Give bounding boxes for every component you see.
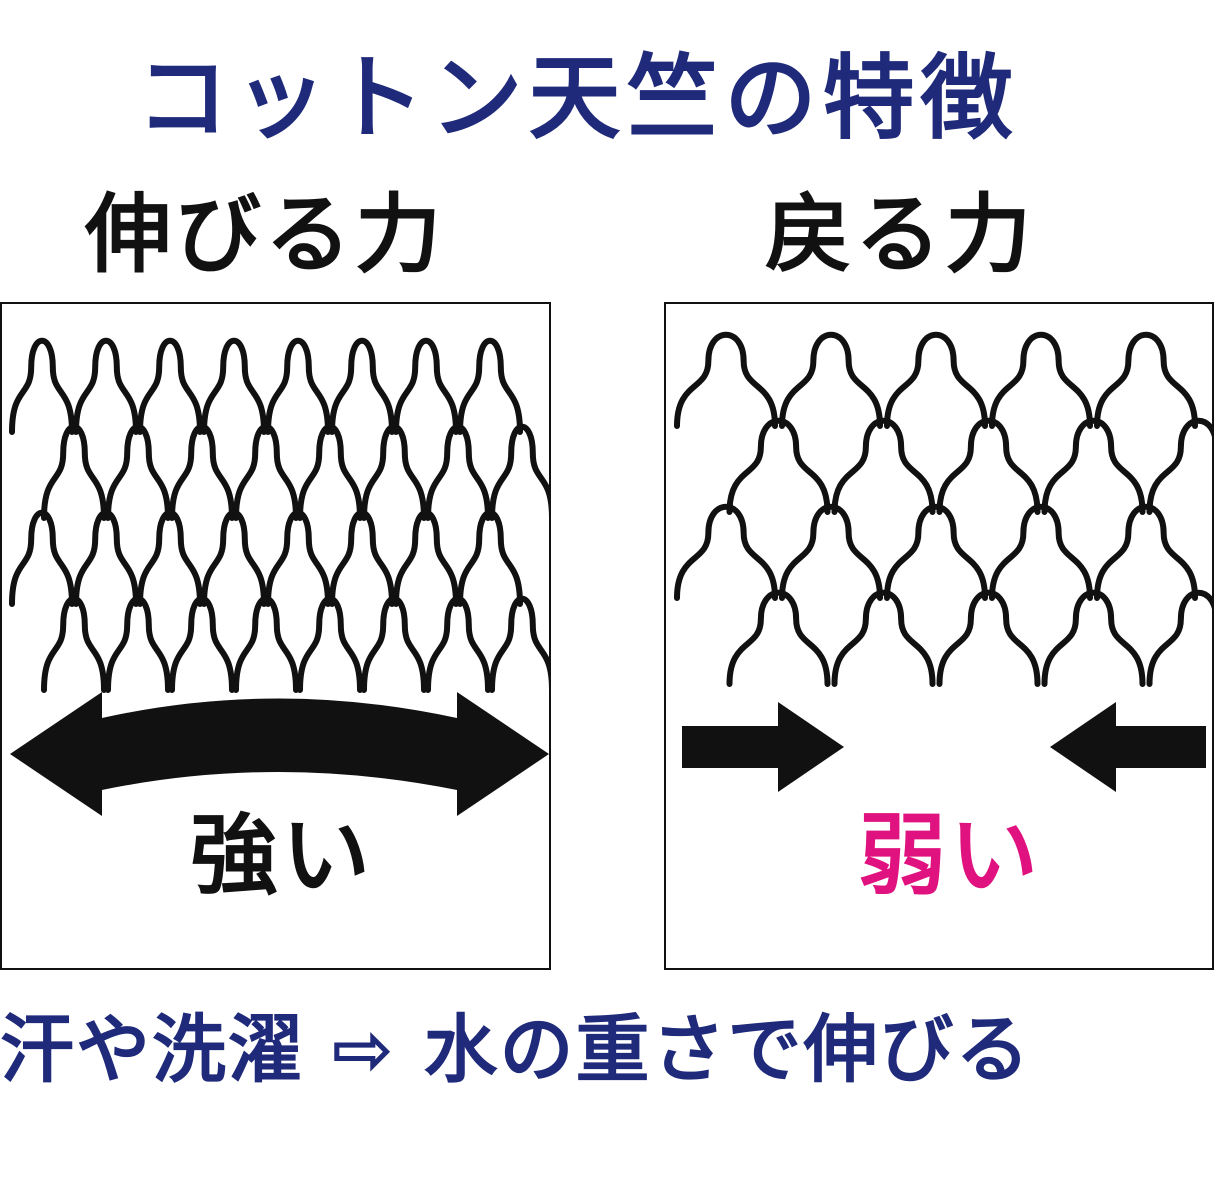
knit-loop: [884, 331, 988, 429]
knit-loop: [73, 337, 139, 435]
knit-loop: [779, 331, 883, 429]
stretch-heading: 伸びる力: [85, 185, 445, 285]
knit-loop: [137, 337, 203, 435]
knit-loop: [233, 595, 299, 693]
knit-loop: [105, 595, 171, 693]
stretch-strength-label: 強い: [190, 804, 375, 907]
knit-loop: [1041, 417, 1146, 515]
recovery-strength-label: 弱い: [858, 804, 1043, 907]
knit-loop: [265, 337, 331, 435]
knit-loop: [41, 423, 107, 521]
knit-loop: [457, 337, 523, 435]
knit-loop: [9, 509, 75, 607]
knit-loop: [425, 423, 491, 521]
knit-loop: [457, 509, 523, 607]
recovery-panel: [664, 302, 1214, 970]
knit-loop: [489, 423, 549, 521]
knit-loop: [989, 503, 1093, 601]
knit-loop: [9, 337, 75, 435]
knit-loop: [936, 417, 1041, 515]
knit-loop: [73, 509, 139, 607]
double-headed-arrow-icon: [10, 692, 549, 816]
knit-loop: [1094, 503, 1198, 601]
knit-loop: [674, 503, 778, 601]
knit-loop: [936, 589, 1041, 687]
knit-loop: [361, 595, 427, 693]
arrow-left-icon: [1050, 702, 1206, 792]
knit-loop: [1041, 589, 1146, 687]
knit-loop: [674, 331, 778, 429]
knit-loop: [233, 423, 299, 521]
knit-loop: [989, 331, 1093, 429]
knit-loop: [137, 509, 203, 607]
diagram-title: コットン天竺の特徴: [136, 45, 1019, 152]
stretch-panel: [0, 302, 551, 970]
knit-loop: [831, 417, 936, 515]
knit-loop: [329, 337, 395, 435]
knit-loop: [201, 509, 267, 607]
knit-loop: [1146, 589, 1212, 687]
knit-loop: [297, 595, 363, 693]
knit-loop: [489, 595, 549, 693]
knit-loop: [884, 503, 988, 601]
knit-loop: [169, 595, 235, 693]
knit-loop-pattern: [9, 337, 549, 693]
recovery-heading: 戻る力: [765, 185, 1035, 285]
knit-loop: [297, 423, 363, 521]
knit-loop: [361, 423, 427, 521]
knit-loop: [425, 595, 491, 693]
arrow-right-icon: [682, 702, 844, 792]
knit-loop: [779, 503, 883, 601]
tight-knit-illustration: [9, 337, 549, 816]
knit-loop: [265, 509, 331, 607]
knit-loop: [105, 423, 171, 521]
knit-loop: [393, 509, 459, 607]
loose-knit-illustration: [674, 331, 1212, 792]
knit-loop: [1094, 331, 1198, 429]
knit-loop: [726, 589, 831, 687]
knit-loop: [201, 337, 267, 435]
knit-loop: [393, 337, 459, 435]
knit-loop: [726, 417, 831, 515]
knit-loop-pattern: [674, 331, 1212, 687]
knit-loop: [169, 423, 235, 521]
knit-loop: [1146, 417, 1212, 515]
knit-loop: [831, 589, 936, 687]
knit-loop: [41, 595, 107, 693]
footer-note: 汗や洗濯 ⇨ 水の重さで伸びる: [0, 1007, 1032, 1093]
knit-loop: [329, 509, 395, 607]
